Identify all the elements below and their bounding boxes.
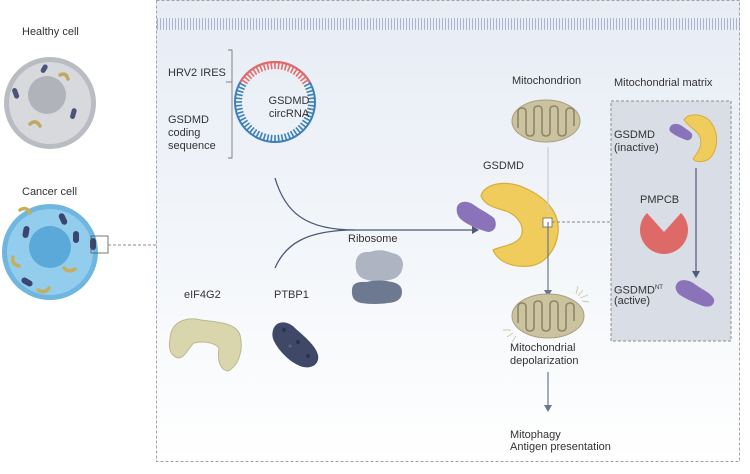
- circrna-tick: [306, 89, 314, 94]
- circrna-tick: [266, 62, 270, 70]
- gsdmd-label: GSDMD: [483, 160, 524, 172]
- depolarization-label: Mitochondrial depolarization: [510, 342, 579, 367]
- gsdmd-nt-icon: [675, 280, 715, 307]
- gsdmd-active-label: (active): [614, 295, 651, 307]
- ribosome-label: Ribosome: [348, 233, 398, 245]
- eif4g2-label: eIF4G2: [184, 289, 221, 301]
- circrna-tick: [307, 97, 315, 100]
- circrna-tick: [301, 79, 309, 85]
- gsdmd-nt-label: GSDMDNT: [614, 284, 663, 297]
- circrna-tick: [306, 110, 314, 115]
- circrna-tick: [307, 107, 315, 111]
- circrna-label: GSDMD circRNA: [268, 95, 310, 120]
- circrna-tick: [280, 134, 284, 142]
- ribosome-icon: [351, 250, 403, 304]
- gsdmd-circrna: [234, 60, 316, 143]
- circrna-tick: [258, 64, 264, 72]
- ires-segment: [239, 60, 311, 83]
- mitochondrion-icon: [511, 99, 581, 143]
- gsdmd-nt-superscript: NT: [654, 285, 663, 291]
- cancer-cell-label: Cancer cell: [22, 186, 78, 198]
- hrv2-ires-label: HRV2 IRES: [168, 67, 226, 79]
- circrna-tick: [266, 134, 270, 142]
- circrna-tick: [246, 73, 253, 80]
- coding-sequence-label: GSDMD coding sequence: [168, 114, 216, 152]
- circrna-tick: [262, 133, 267, 141]
- circrna-tick: [243, 122, 250, 128]
- circrna-tick: [305, 85, 313, 91]
- healthy-cell-label: Healthy cell: [22, 26, 79, 38]
- circrna-tick: [243, 76, 250, 82]
- eif4g2-icon: [168, 318, 242, 372]
- mitophagy-label: Mitophagy: [510, 429, 561, 441]
- circrna-tick: [283, 63, 288, 71]
- cancer-cell: [2, 204, 109, 300]
- circrna-tick: [249, 70, 255, 77]
- circrna-tick: [237, 113, 245, 119]
- circrna-tick: [262, 63, 267, 71]
- healthy-cell: [4, 57, 96, 149]
- ptbp1-icon: [272, 322, 319, 368]
- circrna-tick: [235, 107, 243, 111]
- circrna-tick: [252, 68, 258, 76]
- circrna-tick: [292, 68, 298, 76]
- circrna-tick: [255, 66, 261, 74]
- mitochondrion-label: Mitochondrion: [512, 75, 582, 87]
- circrna-tick: [289, 130, 295, 138]
- circrna-tick: [277, 134, 280, 142]
- circrna-tick: [246, 124, 253, 131]
- circrna-tick: [249, 127, 255, 134]
- gsdmd-inactive-icon: [669, 114, 718, 163]
- circrna-tick: [286, 132, 292, 140]
- matrix-title: Mitochondrial matrix: [614, 77, 713, 89]
- circrna-tick: [235, 97, 243, 100]
- cell-membrane: [156, 14, 740, 30]
- circrna-tick: [258, 132, 264, 140]
- circrna-tick: [235, 104, 243, 107]
- circrna-tick: [300, 122, 307, 128]
- pmpcb-icon: [640, 213, 688, 254]
- circrna-tick: [270, 62, 273, 70]
- circrna-tick: [236, 110, 244, 115]
- circrna-tick: [297, 73, 304, 80]
- circrna-tick: [255, 130, 261, 138]
- depolarized-mitochondrion-icon: [503, 285, 590, 343]
- circrna-tick: [307, 104, 315, 107]
- circrna-tick: [307, 93, 315, 97]
- ptbp1-label: PTBP1: [274, 289, 309, 301]
- circrna-tick: [236, 89, 244, 94]
- circrna-tick: [303, 116, 311, 122]
- circrna-tick: [239, 116, 247, 122]
- circrna-tick: [241, 119, 249, 125]
- circrna-tick: [295, 127, 301, 134]
- antigen-presentation-label: Antigen presentation: [510, 441, 611, 453]
- circrna-tick: [241, 79, 249, 85]
- circrna-tick: [237, 85, 245, 91]
- construct-bracket: [228, 49, 233, 159]
- circrna-tick: [270, 134, 273, 142]
- circrna-tick: [300, 76, 307, 82]
- circrna-tick: [286, 64, 292, 72]
- circrna-tick: [280, 62, 284, 70]
- circrna-tick: [235, 93, 243, 97]
- pmpcb-label: PMPCB: [640, 194, 680, 206]
- circrna-tick: [305, 113, 313, 119]
- circrna-tick: [297, 124, 304, 131]
- circrna-tick: [303, 82, 311, 88]
- translation-arrow: [274, 177, 479, 269]
- circrna-tick: [292, 128, 298, 136]
- circrna-tick: [283, 133, 288, 141]
- circrna-tick: [239, 82, 247, 88]
- circrna-tick: [289, 66, 295, 74]
- circrna-tick: [277, 62, 280, 70]
- gsdmd-inactive-label: GSDMD (inactive): [614, 129, 659, 154]
- circrna-tick: [301, 119, 309, 125]
- circrna-tick: [252, 128, 258, 136]
- circrna-tick: [295, 70, 301, 77]
